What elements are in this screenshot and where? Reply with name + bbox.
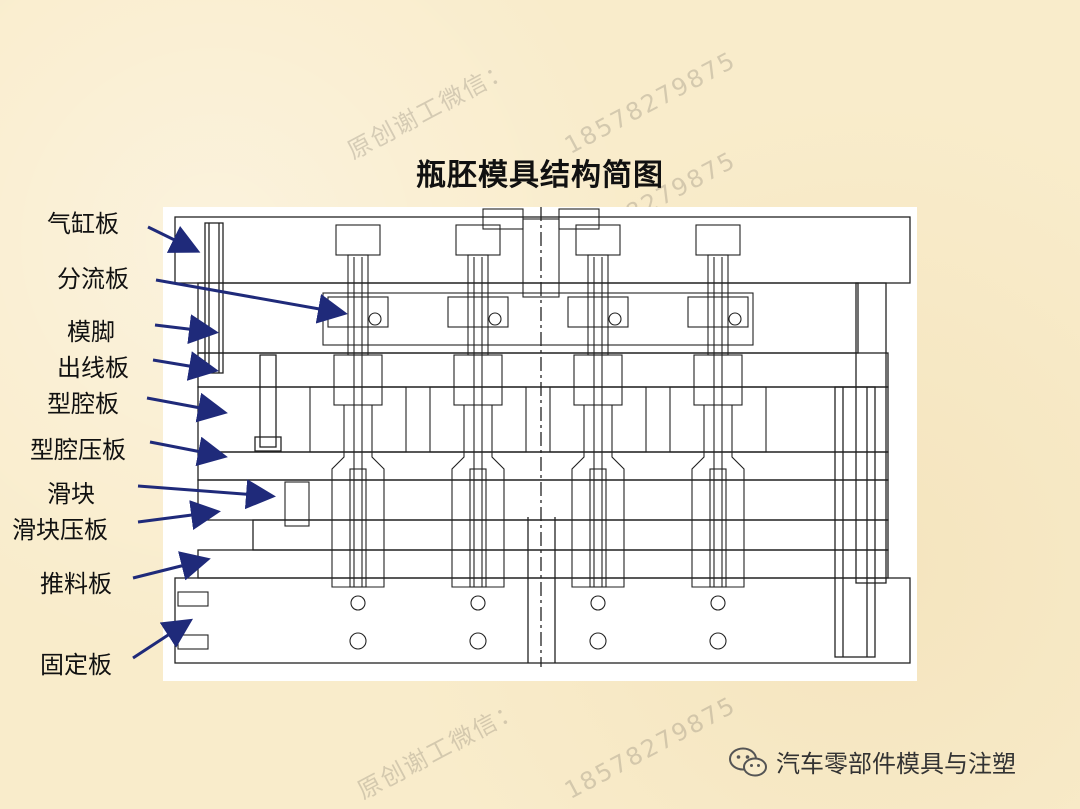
- label-stripper-plate: 推料板: [40, 570, 112, 598]
- brand-footer: 汽车零部件模具与注塑: [728, 744, 1016, 779]
- label-slide: 滑块: [47, 480, 95, 508]
- watermark-phone: 18578279875: [560, 45, 741, 160]
- wechat-icon: [729, 747, 767, 776]
- label-wire-plate: 出线板: [57, 354, 129, 382]
- label-cavity-plate: 型腔板: [47, 390, 119, 418]
- watermark-name: 原创谢工微信：: [352, 694, 527, 806]
- label-cavity-retainer-plate: 型腔压板: [30, 436, 126, 464]
- label-mold-leg: 模脚: [67, 318, 115, 346]
- mold-drawing: [163, 207, 917, 681]
- label-fixed-plate: 固定板: [40, 651, 112, 679]
- mold-drawing-svg: [174, 207, 911, 667]
- diagram-title: 瓶胚模具结构简图: [416, 158, 664, 193]
- watermark-phone: 18578279875: [560, 690, 741, 805]
- label-slide-retainer-plate: 滑块压板: [12, 516, 108, 544]
- brand-name: 汽车零部件模具与注塑: [776, 750, 1016, 778]
- label-manifold-plate: 分流板: [57, 265, 129, 293]
- label-cylinder-plate: 气缸板: [47, 210, 119, 238]
- watermark-name: 原创谢工微信：: [342, 54, 517, 166]
